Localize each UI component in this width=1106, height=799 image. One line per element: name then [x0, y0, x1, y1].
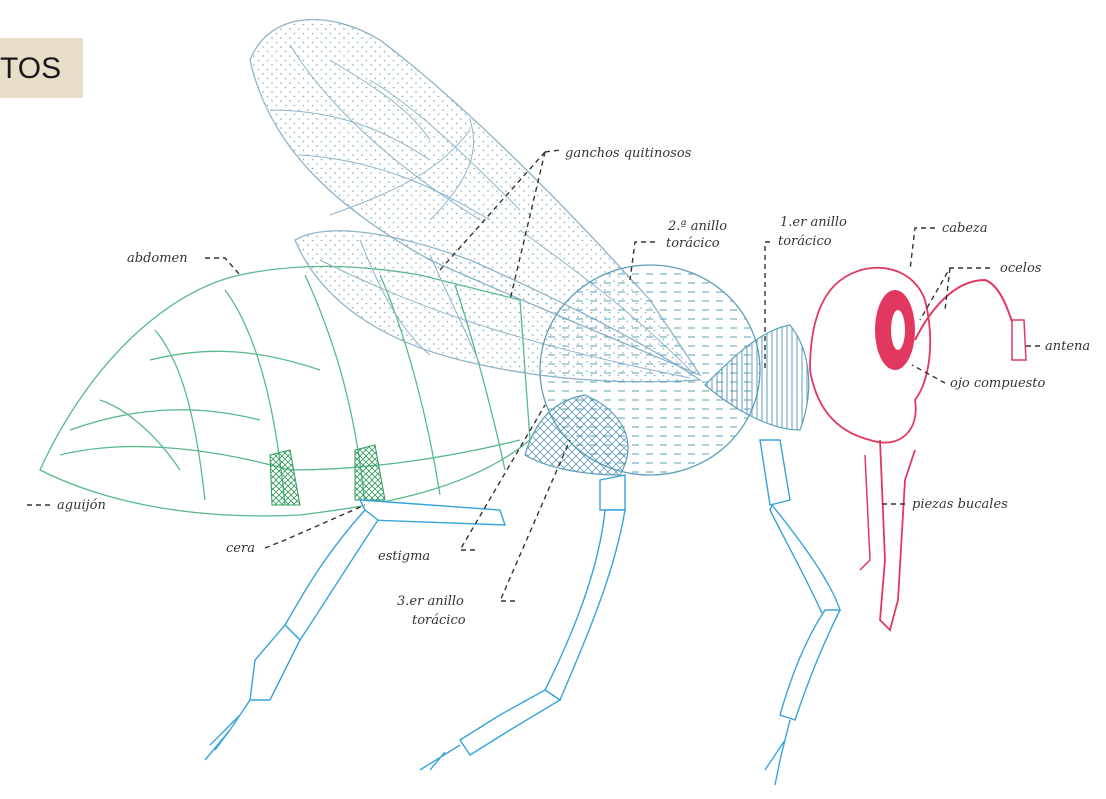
label-ojo-compuesto: ojo compuesto [950, 376, 1046, 391]
label-aguijon: aguijón [57, 498, 106, 513]
label-abdomen: abdomen [127, 251, 188, 266]
label-cabeza: cabeza [942, 221, 988, 236]
label-ganchos-quitinosos: ganchos quitinosos [565, 146, 692, 161]
label-piezas-bucales: piezas bucales [912, 497, 1008, 512]
label-estigma: estigma [378, 549, 430, 564]
label-anillo-2-toracico: torácico [666, 236, 720, 251]
label-anillo-3-toracico: torácico [412, 613, 466, 628]
mouthparts [880, 440, 915, 630]
label-anillo-3: 3.er anillo [397, 594, 464, 609]
label-anillo-1-toracico: torácico [778, 234, 832, 249]
label-antena: antena [1045, 339, 1090, 354]
label-anillo-2: 2.ª anillo [667, 219, 727, 234]
head [810, 268, 1026, 630]
label-ocelos: ocelos [1000, 261, 1042, 276]
label-anillo-1: 1.er anillo [780, 215, 847, 230]
label-cera: cera [226, 541, 255, 556]
